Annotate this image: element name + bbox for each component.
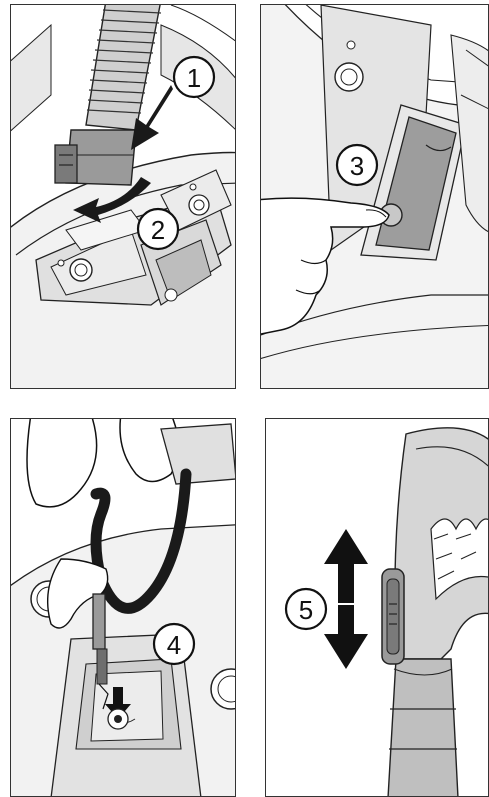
step-2-label: 2: [151, 215, 165, 245]
illustration-panel-1: 1 2: [10, 4, 236, 389]
illustration-panel-3: 4: [10, 418, 236, 797]
illustration-panel-4: 5: [265, 418, 489, 797]
hose-latch: [55, 145, 77, 183]
hose-icon: [55, 5, 161, 185]
step-4-label: 4: [167, 630, 181, 660]
slider-adjust-illustration: 5: [266, 419, 489, 797]
illustration-panel-2: 3: [260, 4, 489, 389]
step-1-label: 1: [187, 63, 201, 93]
button-circle: [70, 259, 92, 281]
hose-attach-illustration: 1 2: [11, 5, 236, 389]
cord-insert-illustration: 4: [11, 419, 236, 797]
hand-icon: [27, 419, 97, 507]
step-5-label: 5: [299, 595, 313, 625]
knob-circle: [335, 63, 363, 91]
double-arrow-icon: [324, 529, 368, 669]
button-press-illustration: 3: [261, 5, 489, 389]
step-3-label: 3: [350, 151, 364, 181]
